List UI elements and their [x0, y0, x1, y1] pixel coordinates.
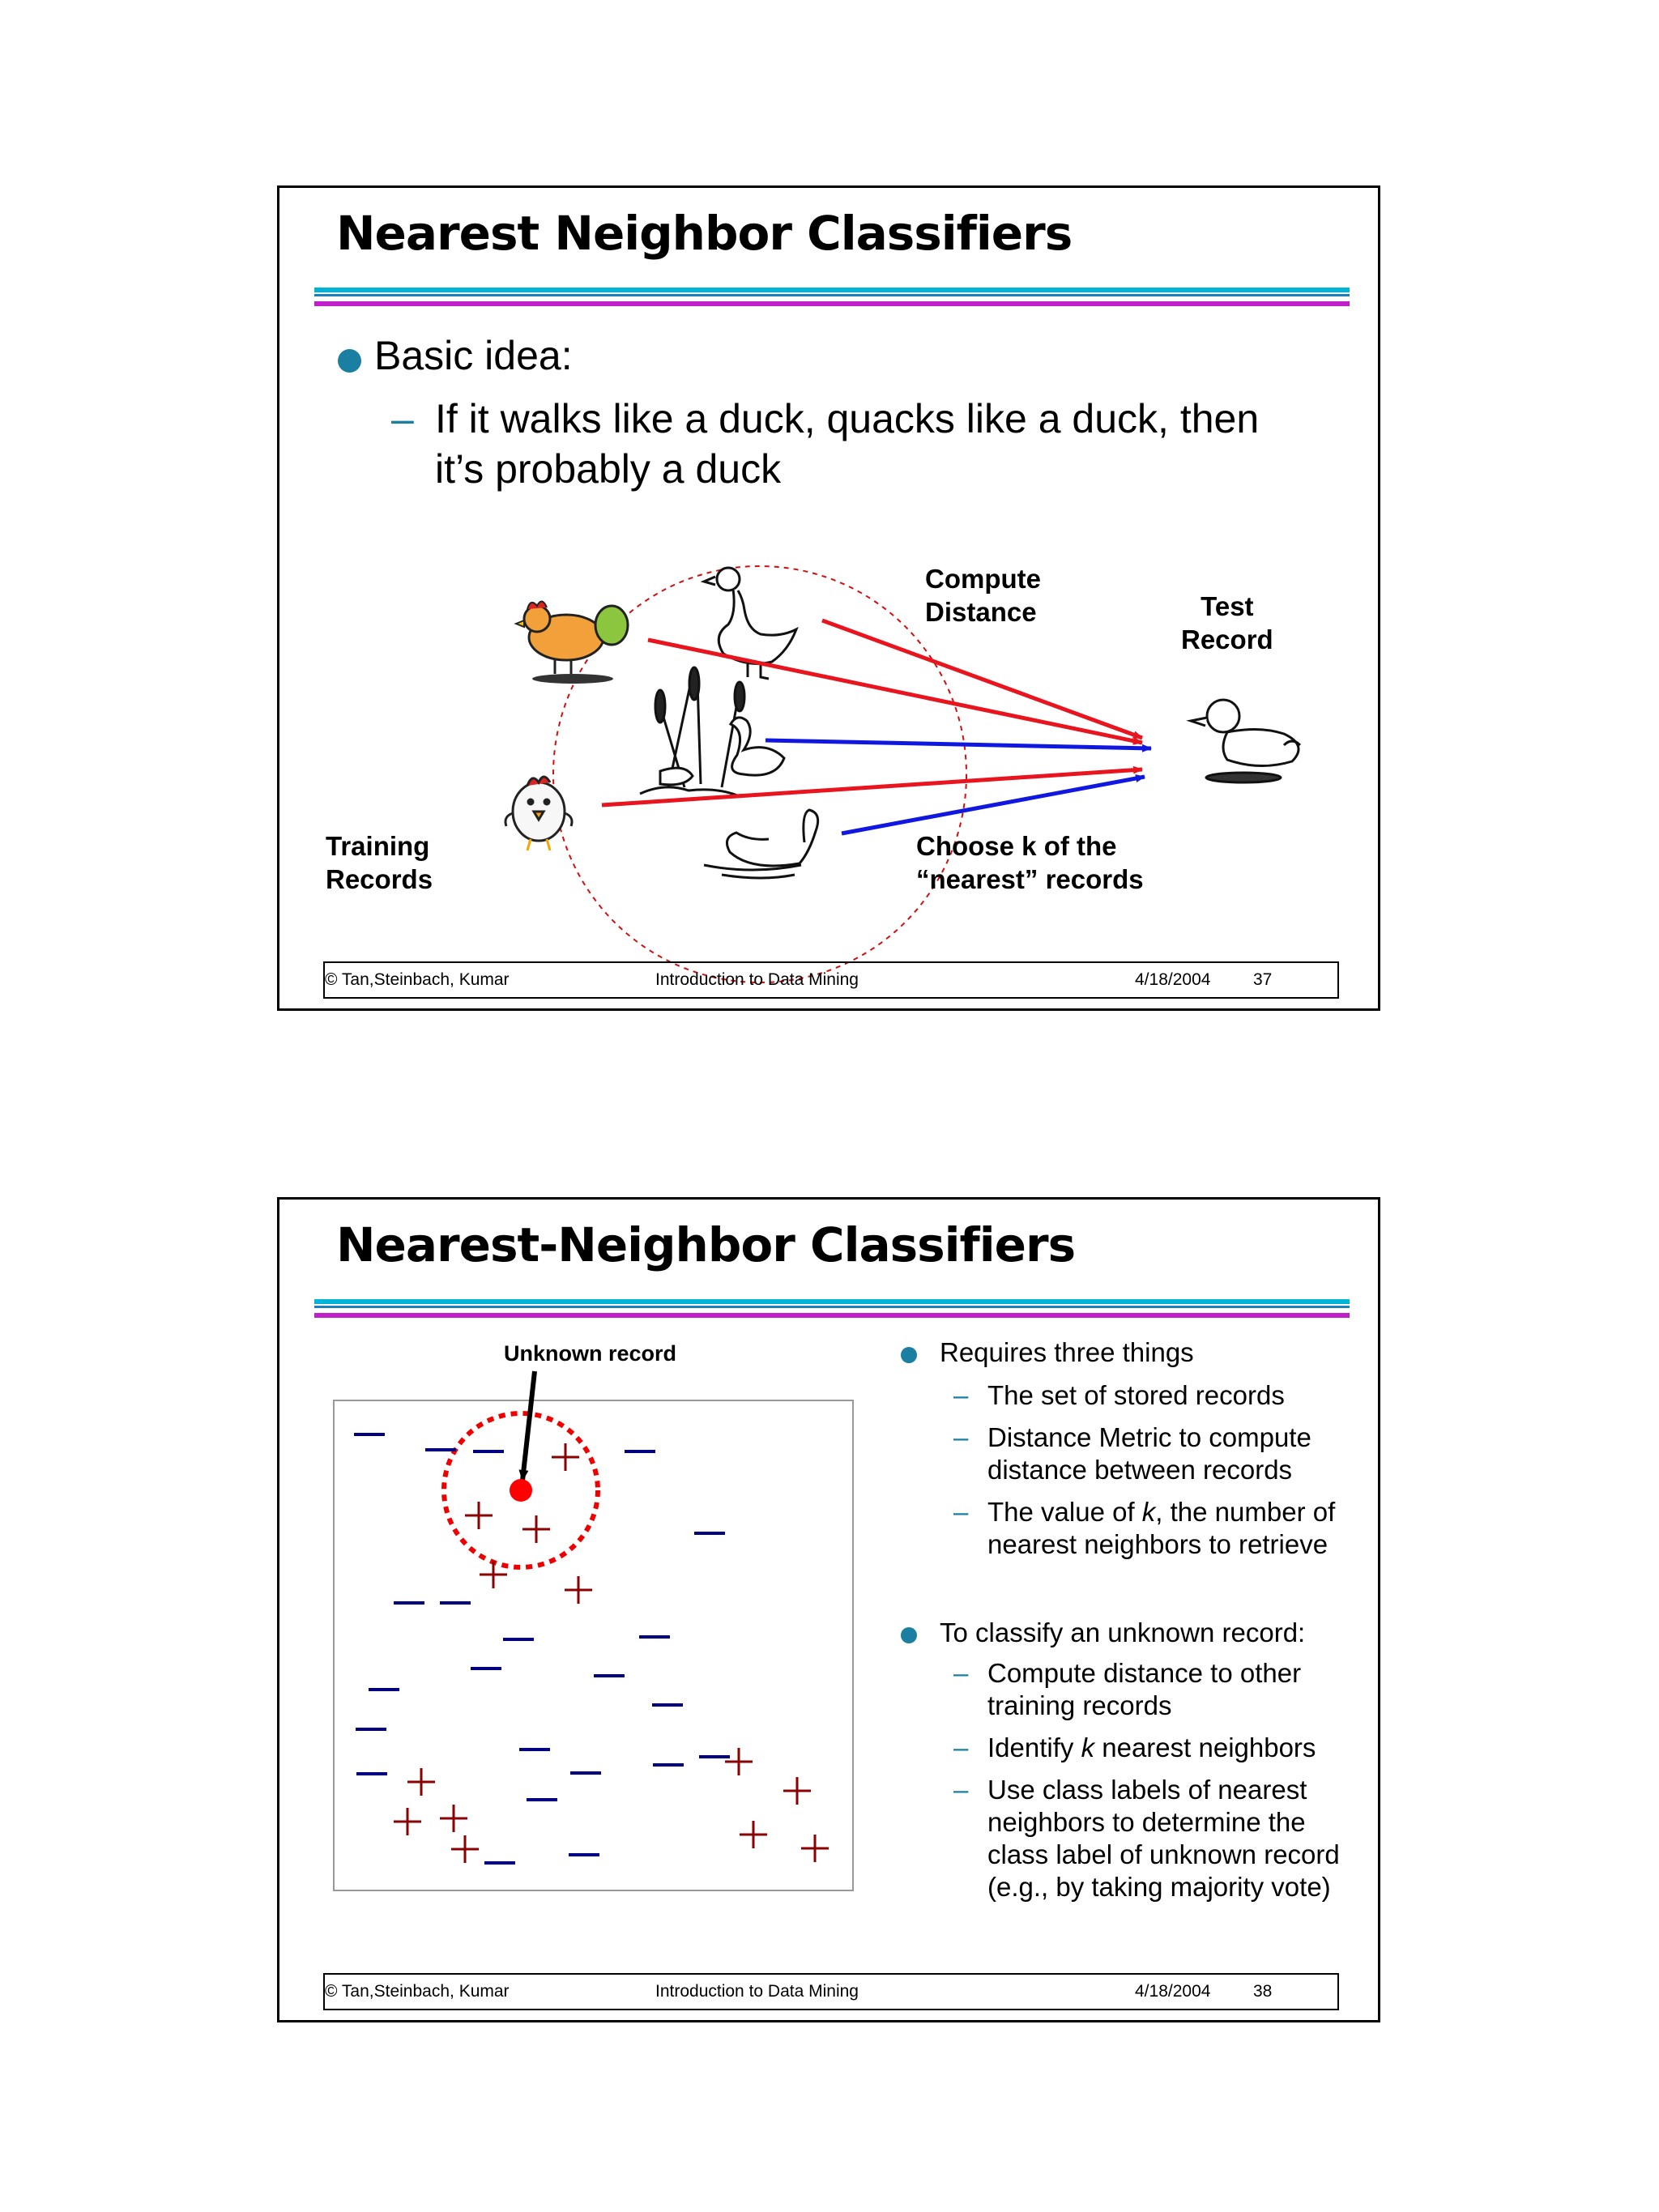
label-test-record: Test Record	[1181, 590, 1273, 656]
sub-bullet-dash: –	[953, 1422, 968, 1453]
sub-bullet-line: distance between records	[987, 1455, 1292, 1485]
sub-bullet-line: Identify k nearest neighbors	[987, 1733, 1316, 1763]
hen-icon	[516, 601, 628, 684]
label-compute-distance: Compute Distance	[925, 562, 1041, 629]
swan-icon	[704, 810, 818, 878]
sub-bullet-dash: –	[953, 1658, 968, 1689]
slide-37: Nearest Neighbor Classifiers Basic idea:…	[277, 185, 1380, 1011]
sub-bullet-dash: –	[953, 1380, 968, 1411]
label-choose-k: Choose k of the “nearest” records	[916, 829, 1144, 896]
bullet-text: To classify an unknown record:	[940, 1617, 1305, 1648]
footer-page: 37	[1253, 970, 1272, 990]
footer-copyright: © Tan,Steinbach, Kumar	[325, 970, 510, 990]
arrow-goose	[822, 620, 1142, 738]
bullet-dot-icon	[901, 1347, 917, 1363]
sub-bullet-line: The value of k, the number of	[987, 1497, 1335, 1528]
sub-bullet-line: Use class labels of nearest	[987, 1775, 1307, 1805]
slide-38: Nearest-Neighbor Classifiers Unknown rec…	[277, 1197, 1380, 2022]
sub-bullet-line: class label of unknown record	[987, 1839, 1340, 1870]
footer-date: 4/18/2004	[1135, 970, 1210, 990]
unknown-record-point	[510, 1479, 532, 1502]
footer-course: Introduction to Data Mining	[655, 970, 859, 990]
cattail-ducks-icon	[640, 667, 794, 795]
label-training-records: Training Records	[326, 829, 433, 896]
slide-footer: © Tan,Steinbach, Kumar Introduction to D…	[323, 961, 1339, 999]
arrow-ducks	[766, 740, 1151, 748]
sub-bullet-dash: –	[953, 1775, 968, 1805]
sub-bullet-line: training records	[987, 1690, 1171, 1721]
sub-bullet-dash: –	[953, 1733, 968, 1763]
footer-date: 4/18/2004	[1135, 1982, 1210, 2001]
sub-bullet-line: neighbors to determine the	[987, 1807, 1306, 1838]
bullet-dot-icon	[901, 1627, 917, 1643]
sub-bullet-dash: –	[953, 1497, 968, 1528]
slide-footer: © Tan,Steinbach, Kumar Introduction to D…	[323, 1973, 1339, 2010]
plot-area	[334, 1400, 853, 1890]
sub-bullet-line: Distance Metric to compute	[987, 1422, 1311, 1453]
footer-page: 38	[1253, 1982, 1272, 2001]
test-duck-icon	[1191, 700, 1300, 782]
sub-bullet-line: The set of stored records	[987, 1380, 1285, 1411]
arrow-hen	[648, 640, 1142, 743]
footer-copyright: © Tan,Steinbach, Kumar	[325, 1982, 510, 2001]
sub-bullet-line: (e.g., by taking majority vote)	[987, 1872, 1331, 1903]
chick-icon	[505, 777, 572, 850]
bullet-text: Requires three things	[940, 1337, 1194, 1368]
sub-bullet-line: nearest neighbors to retrieve	[987, 1529, 1328, 1560]
sub-bullet-line: Compute distance to other	[987, 1658, 1301, 1689]
footer-course: Introduction to Data Mining	[655, 1982, 859, 2001]
